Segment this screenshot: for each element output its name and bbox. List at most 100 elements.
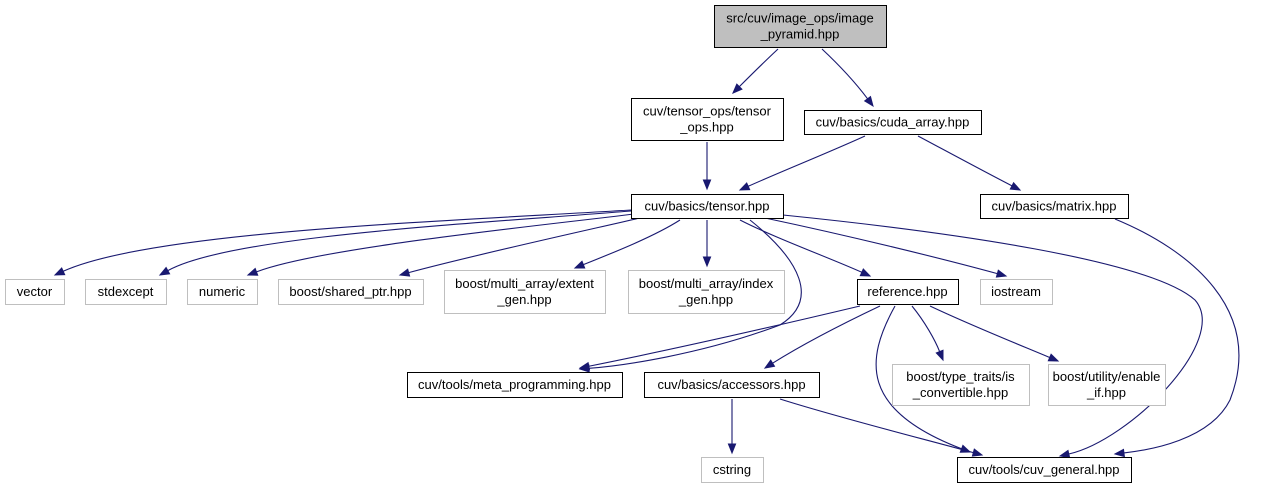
- node-is-convertible[interactable]: boost/type_traits/is_convertible.hpp: [892, 364, 1030, 406]
- edge-arrowhead: [398, 268, 411, 277]
- node-box: [892, 364, 1030, 406]
- edge-arrowhead: [727, 443, 737, 455]
- node-label: boost/type_traits/is: [906, 369, 1015, 384]
- edge-tensor-to-shared_ptr: [398, 217, 641, 277]
- edge-tensor_ops-to-tensor: [702, 142, 712, 191]
- edge-arrowhead: [863, 95, 874, 108]
- node-label: _gen.hpp: [678, 292, 733, 307]
- edge-reference-to-cuv_general: [875, 305, 972, 453]
- node-label: _ops.hpp: [679, 120, 734, 135]
- node-cuda-array[interactable]: cuv/basics/cuda_array.hpp: [804, 110, 982, 135]
- edge-arrowhead: [573, 260, 586, 269]
- node-iostream[interactable]: iostream: [980, 279, 1053, 305]
- node-label: numeric: [199, 284, 246, 299]
- edge-line: [764, 217, 998, 275]
- node-box: [804, 110, 982, 135]
- node-label: reference.hpp: [867, 284, 947, 299]
- edge-line: [1114, 218, 1240, 454]
- edge-line: [167, 210, 632, 272]
- node-box: [714, 5, 887, 48]
- edge-cuda_array-to-tensor: [738, 135, 866, 191]
- node-box: [957, 457, 1132, 483]
- node-enable-if[interactable]: boost/utility/enable_if.hpp: [1048, 364, 1166, 406]
- node-reference[interactable]: reference.hpp: [857, 279, 959, 305]
- node-cuv-general[interactable]: cuv/tools/cuv_general.hpp: [957, 457, 1132, 483]
- edge-tensor-to-iostream: [764, 217, 1008, 278]
- node-label: iostream: [991, 284, 1041, 299]
- edge-reference-to-enable_if: [929, 305, 1060, 362]
- edge-line: [782, 214, 1203, 455]
- node-box: [628, 270, 785, 314]
- node-vector[interactable]: vector: [5, 279, 65, 305]
- edge-line: [772, 305, 881, 364]
- edge-arrowhead: [1113, 448, 1125, 458]
- node-tensor[interactable]: cuv/basics/tensor.hpp: [631, 194, 784, 219]
- edge-tensor-to-extent_gen: [573, 219, 681, 269]
- node-matrix[interactable]: cuv/basics/matrix.hpp: [980, 194, 1129, 219]
- node-label: boost/shared_ptr.hpp: [289, 284, 411, 299]
- edge-arrowhead: [935, 349, 944, 362]
- edge-arrowhead: [995, 269, 1008, 278]
- node-label: boost/multi_array/extent: [455, 276, 594, 291]
- edge-reference-to-meta_programming: [578, 305, 861, 371]
- node-label: _gen.hpp: [496, 292, 551, 307]
- node-accessors[interactable]: cuv/basics/accessors.hpp: [644, 372, 820, 398]
- node-meta-programming[interactable]: cuv/tools/meta_programming.hpp: [407, 372, 623, 398]
- node-index-gen[interactable]: boost/multi_array/index_gen.hpp: [628, 270, 785, 314]
- edge-accessors-to-cuv_general: [779, 398, 984, 457]
- edge-tensor-to-cuv_general: [782, 214, 1203, 459]
- node-extent-gen[interactable]: boost/multi_array/extent_gen.hpp: [444, 270, 606, 314]
- edge-line: [62, 209, 632, 272]
- nodes-layer: src/cuv/image_ops/image_pyramid.hpp cuv/t…: [5, 5, 1166, 483]
- node-label: cuv/basics/tensor.hpp: [644, 199, 769, 214]
- node-label: boost/multi_array/index: [639, 276, 774, 291]
- node-label: _if.hpp: [1086, 385, 1126, 400]
- edge-line: [779, 398, 974, 454]
- node-shared-ptr[interactable]: boost/shared_ptr.hpp: [278, 279, 424, 305]
- edge-line: [588, 305, 861, 367]
- node-box: [444, 270, 606, 314]
- node-numeric[interactable]: numeric: [187, 279, 258, 305]
- node-box: [1048, 364, 1166, 406]
- edge-arrowhead: [859, 268, 872, 277]
- node-box: [631, 98, 784, 141]
- node-label: cuv/basics/matrix.hpp: [992, 199, 1117, 214]
- edge-line: [256, 213, 635, 273]
- edge-line: [911, 305, 941, 352]
- edge-line: [739, 219, 863, 273]
- node-box: [407, 372, 623, 398]
- node-label: cstring: [713, 462, 751, 477]
- node-label: cuv/basics/cuda_array.hpp: [816, 115, 970, 130]
- edge-arrowhead: [763, 359, 776, 369]
- node-cstring[interactable]: cstring: [701, 457, 764, 483]
- edge-cuda_array-to-matrix: [917, 135, 1022, 191]
- node-label: src/cuv/image_ops/image: [726, 11, 873, 26]
- edge-root-to-cuda_array: [821, 48, 874, 108]
- node-label: stdexcept: [98, 284, 154, 299]
- node-tensor-ops[interactable]: cuv/tensor_ops/tensor_ops.hpp: [631, 98, 784, 141]
- edge-line: [929, 305, 1050, 359]
- edge-tensor-to-reference: [739, 219, 872, 277]
- edge-arrowhead: [732, 83, 743, 94]
- edge-accessors-to-cstring: [727, 399, 737, 455]
- node-label: cuv/tools/meta_programming.hpp: [418, 377, 611, 392]
- edges-layer: [53, 48, 1240, 459]
- edge-reference-to-is_convertible: [911, 305, 944, 362]
- edge-arrowhead: [1009, 181, 1022, 191]
- node-box: [85, 279, 167, 305]
- edge-root-to-tensor_ops: [732, 48, 779, 94]
- node-label: boost/utility/enable: [1053, 369, 1161, 384]
- node-box: [701, 457, 764, 483]
- edge-arrowhead: [971, 448, 984, 457]
- edge-arrowhead: [578, 361, 591, 371]
- node-label: vector: [17, 284, 53, 299]
- node-label: cuv/tools/cuv_general.hpp: [968, 462, 1119, 477]
- edge-arrowhead: [246, 267, 259, 276]
- edge-line: [408, 217, 641, 274]
- edge-line: [583, 219, 681, 266]
- edge-matrix-to-cuv_general: [1113, 218, 1240, 458]
- edge-arrowhead: [53, 267, 66, 276]
- node-root[interactable]: src/cuv/image_ops/image_pyramid.hpp: [714, 5, 887, 48]
- node-stdexcept[interactable]: stdexcept: [85, 279, 167, 305]
